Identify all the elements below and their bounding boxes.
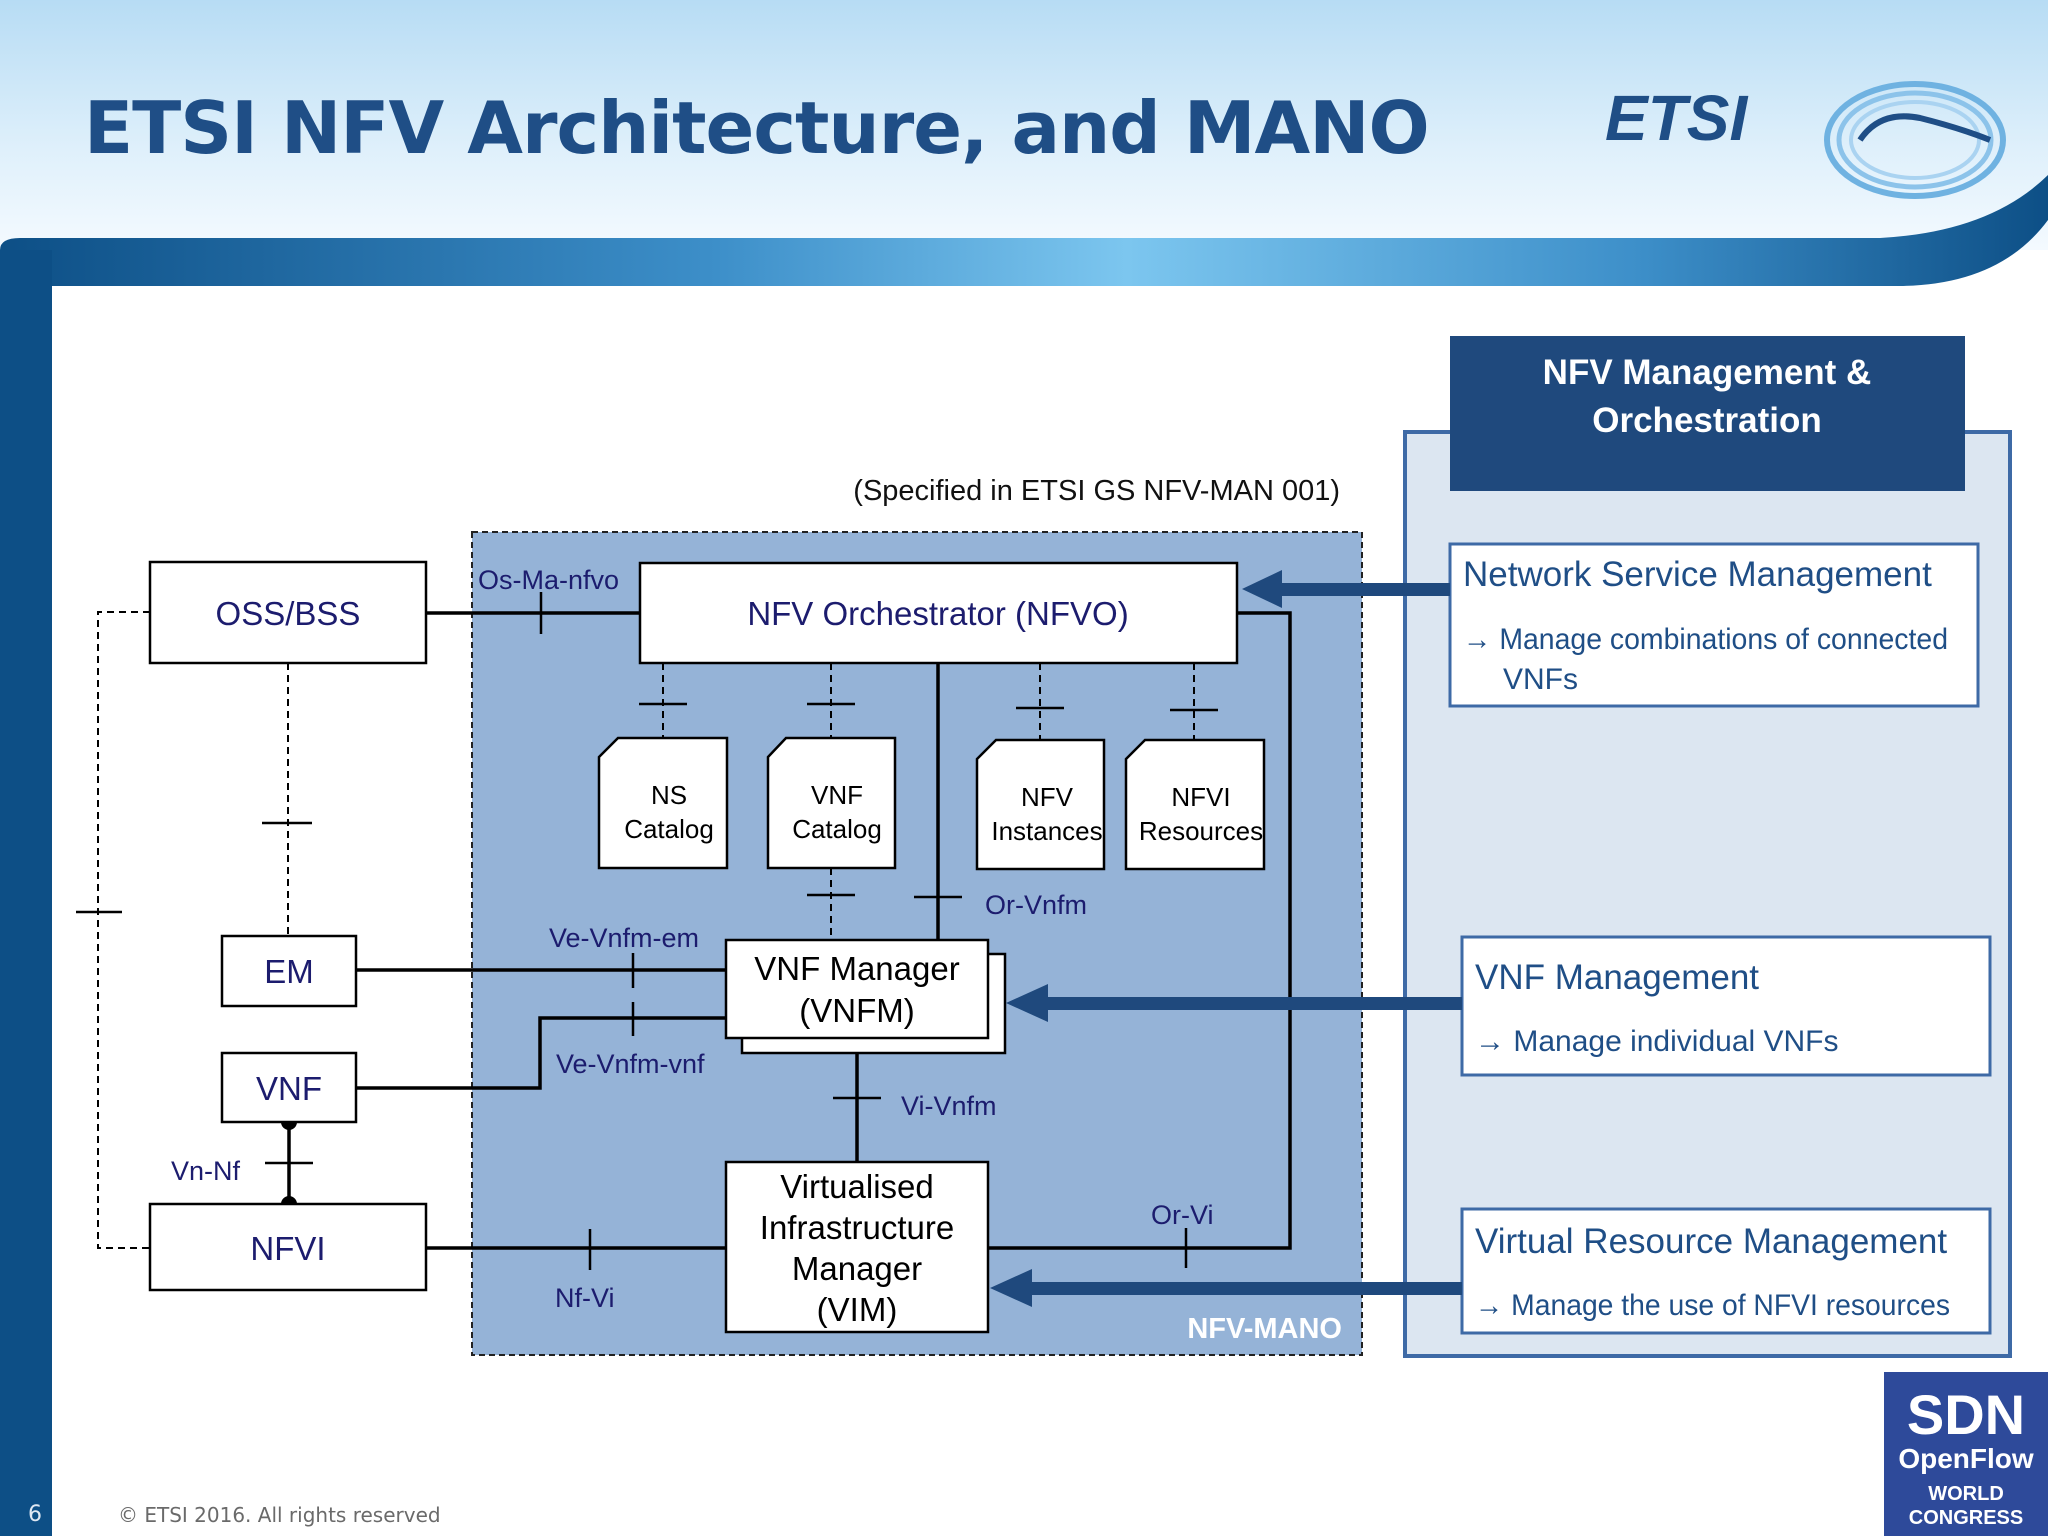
arrow-shaft-vnfm xyxy=(1046,997,1462,1010)
svg-text:NFV: NFV xyxy=(1021,782,1074,812)
svg-text:NFVI: NFVI xyxy=(250,1230,325,1267)
block-vim: Virtualised Infrastructure Manager (VIM) xyxy=(724,1160,990,1334)
block-vnfm: VNF Manager (VNFM) xyxy=(724,938,1007,1055)
dashed-connections xyxy=(97,611,1195,1249)
connections xyxy=(287,611,1292,1250)
svg-text:Catalog: Catalog xyxy=(792,814,882,844)
side-panel-title-line2: Orchestration xyxy=(1592,401,1822,440)
svg-text:Virtualised: Virtualised xyxy=(780,1168,933,1205)
refpoint-vn-nf: Vn-Nf xyxy=(171,1156,241,1186)
block-em: EM xyxy=(220,934,358,1008)
block-oss-bss: OSS/BSS xyxy=(148,560,428,665)
arrow-head-vnfm xyxy=(1006,984,1048,1022)
etsi-logo-text: ETSI xyxy=(1605,82,1748,154)
slide-title: ETSI NFV Architecture, and MANO xyxy=(84,86,1430,170)
svg-text:→ Manage the use of NFVI resou: → Manage the use of NFVI resources xyxy=(1475,1289,1950,1322)
svg-text:→ Manage individual VNFs: → Manage individual VNFs xyxy=(1475,1025,1839,1058)
svg-text:VNF: VNF xyxy=(811,780,863,810)
reference-point-ticks xyxy=(76,592,1218,1270)
svg-text:Instances: Instances xyxy=(991,816,1102,846)
svg-text:Network Service Management: Network Service Management xyxy=(1463,555,1932,594)
svg-text:NS: NS xyxy=(651,780,687,810)
svg-text:VNF Management: VNF Management xyxy=(1475,958,1759,997)
svg-text:WORLD: WORLD xyxy=(1928,1483,2004,1505)
svg-text:(VNFM): (VNFM) xyxy=(799,992,914,1029)
svg-text:CONGRESS: CONGRESS xyxy=(1909,1507,2023,1529)
svg-text:NFV Orchestrator (NFVO): NFV Orchestrator (NFVO) xyxy=(747,595,1128,632)
svg-text:(VIM): (VIM) xyxy=(817,1291,898,1328)
svg-text:VNF: VNF xyxy=(256,1070,322,1107)
svg-text:VNF Manager: VNF Manager xyxy=(754,950,959,987)
svg-text:NFVI: NFVI xyxy=(1171,782,1230,812)
refpoint-ve-vnfm-vnf: Ve-Vnfm-vnf xyxy=(556,1049,705,1079)
arrow-shaft-nfvo xyxy=(1280,583,1450,596)
block-nfvo: NFV Orchestrator (NFVO) xyxy=(638,561,1239,665)
page-number: 6 xyxy=(28,1502,42,1527)
block-vnf: VNF xyxy=(220,1051,358,1124)
svg-text:Catalog: Catalog xyxy=(624,814,714,844)
repo-nfvi-resources: NFVI Resources xyxy=(1124,738,1266,871)
refpoint-nf-vi: Nf-Vi xyxy=(555,1283,615,1313)
header-background xyxy=(0,0,2048,250)
svg-text:Resources: Resources xyxy=(1139,816,1263,846)
refpoint-vi-vnfm: Vi-Vnfm xyxy=(901,1091,997,1121)
svg-text:Manager: Manager xyxy=(792,1250,922,1287)
refpoint-or-vnfm: Or-Vnfm xyxy=(985,890,1087,920)
svg-text:VNFs: VNFs xyxy=(1503,663,1578,696)
repo-ns-catalog: NS Catalog xyxy=(597,736,729,870)
repo-nfv-instances: NFV Instances xyxy=(975,738,1106,871)
panel-item-network-service: Network Service Management → Manage comb… xyxy=(1448,542,1980,708)
svg-text:SDN: SDN xyxy=(1907,1383,2025,1446)
panel-item-virtual-resource: Virtual Resource Management → Manage the… xyxy=(1460,1207,1992,1335)
panel-arrows xyxy=(990,570,1462,1307)
svg-text:→ Manage combinations of conne: → Manage combinations of connected xyxy=(1463,623,1948,656)
refpoint-ve-vnfm-em: Ve-Vnfm-em xyxy=(549,923,699,953)
sdn-openflow-badge: SDN OpenFlow WORLD CONGRESS xyxy=(1884,1372,2048,1536)
svg-text:Virtual Resource Management: Virtual Resource Management xyxy=(1475,1222,1947,1261)
svg-text:OSS/BSS: OSS/BSS xyxy=(216,595,361,632)
side-panel-header xyxy=(1450,336,1965,491)
reference-point-labels: Os-Ma-nfvo Or-Vnfm Ve-Vnfm-em Ve-Vnfm-vn… xyxy=(171,565,1214,1313)
etsi-logo: ETSI xyxy=(1605,81,2006,199)
nfv-mano-label: NFV-MANO xyxy=(1187,1313,1342,1345)
arrow-head-vim xyxy=(990,1269,1032,1307)
refpoint-os-ma-nfvo: Os-Ma-nfvo xyxy=(478,565,619,595)
svg-text:OpenFlow: OpenFlow xyxy=(1898,1443,2034,1474)
repo-vnf-catalog: VNF Catalog xyxy=(766,736,897,870)
svg-text:EM: EM xyxy=(264,953,314,990)
left-side-bar xyxy=(0,250,52,1536)
copyright-notice: © ETSI 2016. All rights reserved xyxy=(118,1503,441,1527)
svg-text:Infrastructure: Infrastructure xyxy=(760,1209,954,1246)
block-nfvi: NFVI xyxy=(148,1202,428,1292)
panel-item-vnf-management: VNF Management → Manage individual VNFs xyxy=(1460,935,1992,1077)
arrow-shaft-vim xyxy=(1030,1282,1462,1295)
side-panel-title-line1: NFV Management & xyxy=(1543,353,1872,392)
spec-note: (Specified in ETSI GS NFV-MAN 001) xyxy=(853,475,1340,507)
refpoint-or-vi: Or-Vi xyxy=(1151,1200,1214,1230)
arrow-head-nfvo xyxy=(1242,570,1282,608)
